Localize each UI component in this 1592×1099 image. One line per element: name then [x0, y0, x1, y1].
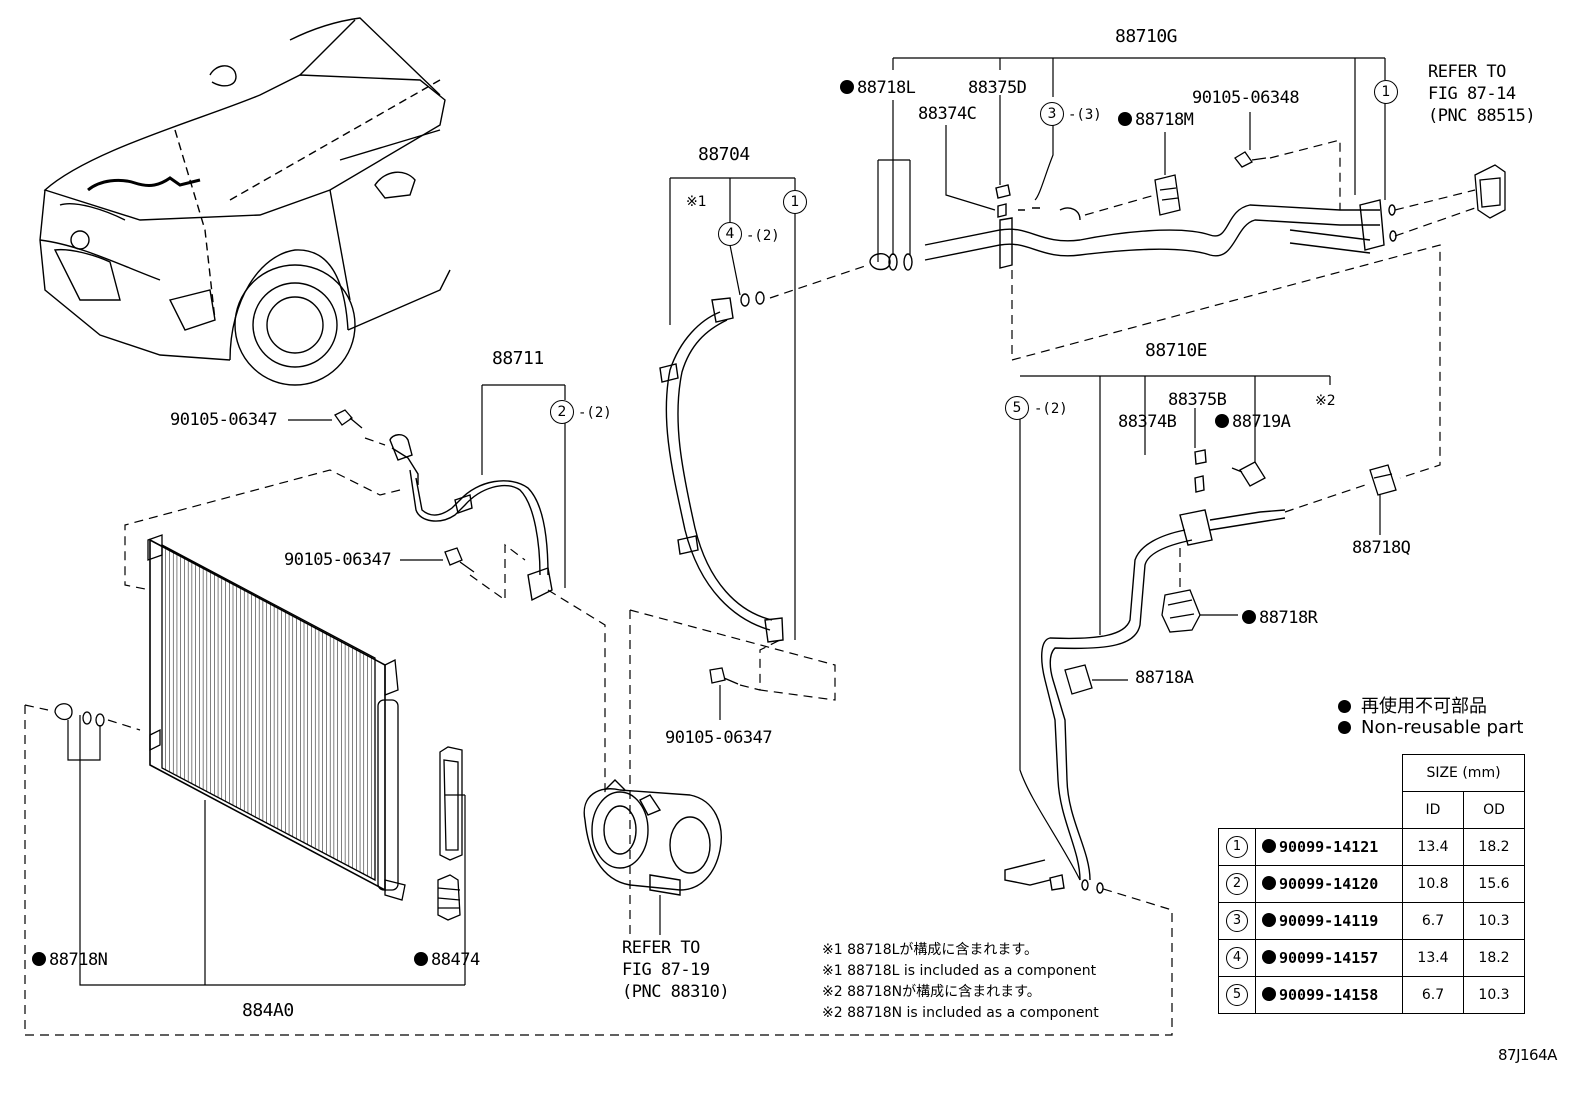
- non-reusable-dot-icon: [1242, 610, 1256, 624]
- clamp-88718M: [1154, 174, 1181, 216]
- tube-88710G: [869, 184, 1397, 271]
- component-note-1-en: ※1 88718L is included as a component: [822, 963, 1097, 979]
- non-reusable-dot-icon: [1262, 950, 1276, 964]
- size-table-col-id: ID: [1402, 791, 1464, 829]
- hose-88711: [389, 434, 553, 602]
- size-ref-circle-5: 5: [1005, 396, 1029, 420]
- label-88718L: 88718L: [840, 80, 916, 97]
- label-88718M: 88718M: [1118, 112, 1194, 129]
- non-reusable-dot-icon: [1118, 112, 1132, 126]
- non-reusable-dot-icon: [1262, 987, 1276, 1001]
- label-88374B: 88374B: [1118, 412, 1177, 432]
- clamp-88718Q: [1369, 464, 1397, 496]
- label-90105-06347-b: 90105-06347: [284, 550, 392, 570]
- label-88718Q: 88718Q: [1352, 538, 1411, 558]
- label-88711: 88711: [492, 348, 544, 369]
- condenser-assembly: [147, 534, 406, 901]
- component-note-2-en: ※2 88718N is included as a component: [822, 1005, 1099, 1021]
- refer-fig-87-14-line1: REFER TO: [1428, 62, 1506, 82]
- non-reusable-dot-icon: [1262, 839, 1276, 853]
- diagram-id: 87J164A: [1498, 1046, 1557, 1064]
- label-88719A: 88719A: [1215, 414, 1291, 431]
- compressor: [583, 779, 722, 896]
- expansion-valve-block: [1474, 164, 1506, 219]
- non-reusable-dot-icon: [414, 952, 428, 966]
- label-88375D: 88375D: [968, 78, 1027, 98]
- non-reusable-dot-icon: [1338, 700, 1351, 713]
- size-ref-circle-3: 3: [1040, 102, 1064, 126]
- label-88375B: 88375B: [1168, 390, 1227, 410]
- size-ref-circle-4: 4: [718, 222, 742, 246]
- legend-en: Non-reusable part: [1338, 717, 1523, 738]
- qty-2: -(2): [578, 405, 612, 421]
- label-88710E: 88710E: [1145, 340, 1208, 361]
- non-reusable-dot-icon: [32, 952, 46, 966]
- table-row: 3 90099-14119 6.7 10.3: [1218, 902, 1525, 940]
- legend-jp: 再使用不可部品: [1338, 692, 1487, 718]
- label-88718R: 88718R: [1242, 610, 1318, 627]
- label-88374C: 88374C: [918, 104, 977, 124]
- non-reusable-dot-icon: [1262, 913, 1276, 927]
- tube-88710E: [1004, 449, 1286, 894]
- refer-fig-87-19-line2: FIG 87-19: [622, 960, 710, 980]
- qty-4: -(2): [746, 228, 780, 244]
- non-reusable-dot-icon: [840, 80, 854, 94]
- size-ref-circle-1-hose: 1: [783, 190, 807, 214]
- non-reusable-dot-icon: [1215, 414, 1229, 428]
- refer-fig-87-19-line3: (PNC 88310): [622, 982, 730, 1002]
- label-88704: 88704: [698, 144, 750, 165]
- o-ring-size-table: SIZE (mm) ID OD 1 90099-14121 13.4 18.2 …: [1218, 754, 1525, 1014]
- table-row: 4 90099-14157 13.4 18.2: [1218, 939, 1525, 977]
- non-reusable-dot-icon: [1338, 721, 1351, 734]
- vehicle-illustration: [39, 17, 451, 386]
- dashed-lines: [24, 139, 1476, 1036]
- size-table-header: SIZE (mm): [1402, 754, 1525, 792]
- desiccant-filter: [437, 746, 463, 921]
- qty-3: -(3): [1068, 107, 1102, 123]
- qty-5: -(2): [1034, 401, 1068, 417]
- label-88710G: 88710G: [1115, 26, 1178, 47]
- sensor-88719A: [1231, 461, 1266, 487]
- table-row: 1 90099-14121 13.4 18.2: [1218, 828, 1525, 866]
- note-mark-2: ※2: [1315, 393, 1336, 409]
- refer-fig-87-14-line2: FIG 87-14: [1428, 84, 1516, 104]
- size-ref-circle-1-top: 1: [1374, 80, 1398, 104]
- label-88474: 88474: [414, 952, 480, 969]
- refer-fig-87-14-line3: (PNC 88515): [1428, 106, 1536, 126]
- refer-fig-87-19-line1: REFER TO: [622, 938, 700, 958]
- leader-lines: [67, 57, 1386, 986]
- table-row: 5 90099-14158 6.7 10.3: [1218, 976, 1525, 1014]
- size-table-col-od: OD: [1463, 791, 1525, 829]
- non-reusable-dot-icon: [1262, 876, 1276, 890]
- label-90105-06347-c: 90105-06347: [665, 728, 773, 748]
- bolts: [334, 151, 1267, 685]
- table-row: 2 90099-14120 10.8 15.6: [1218, 865, 1525, 903]
- clip-88718A: [1064, 664, 1093, 695]
- label-88718N: 88718N: [32, 952, 108, 969]
- component-note-1-jp: ※1 88718Lが構成に含まれます。: [822, 942, 1039, 958]
- label-90105-06348: 90105-06348: [1192, 88, 1300, 108]
- label-88718A: 88718A: [1135, 668, 1194, 688]
- clip-88718N: [54, 703, 105, 727]
- label-884A0: 884A0: [242, 1000, 294, 1021]
- size-ref-circle-2: 2: [550, 400, 574, 424]
- label-90105-06347-a: 90105-06347: [170, 410, 278, 430]
- clamp-88718R: [1161, 589, 1201, 633]
- note-mark-1: ※1: [686, 194, 707, 210]
- hose-88704: [659, 291, 784, 643]
- component-note-2-jp: ※2 88718Nが構成に含まれます。: [822, 984, 1041, 1000]
